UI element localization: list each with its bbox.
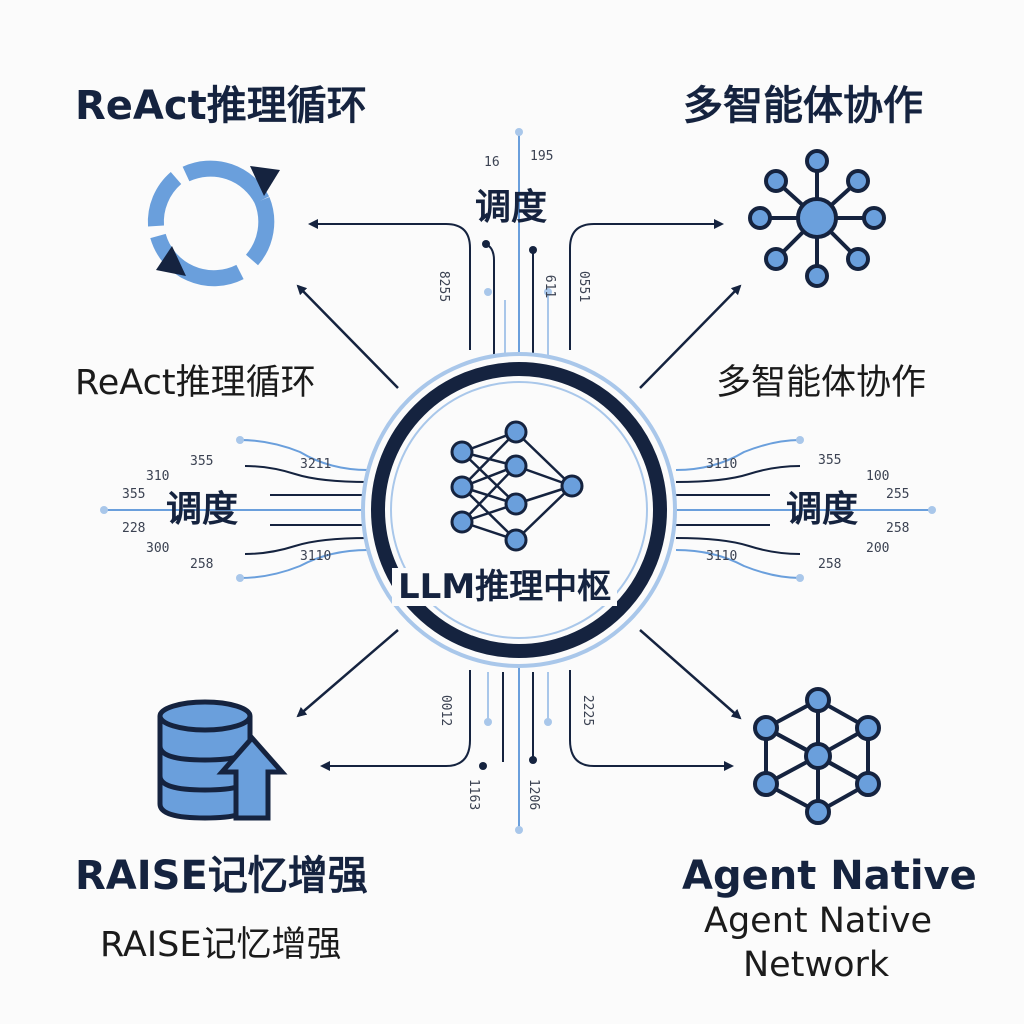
bus-number: 255 [886, 487, 910, 502]
hub-network-icon [748, 149, 886, 288]
bus-number: 258 [886, 521, 910, 536]
agent-native-heading: Agent Native [682, 853, 977, 899]
refresh-cycle-icon [147, 160, 280, 287]
bus-number: 355 [818, 453, 842, 468]
mesh-network-icon [753, 687, 881, 825]
bottom-bus-lines [320, 660, 734, 834]
bus-number: 2225 [580, 694, 596, 727]
bus-number: 310 [146, 469, 170, 484]
bus-number: 258 [190, 557, 214, 572]
arrow-to-react [296, 284, 399, 389]
bus-number: 3110 [706, 457, 738, 472]
arrow-to-multi-agent [639, 284, 742, 389]
bus-number: 0012 [438, 694, 454, 727]
multi-agent-heading: 多智能体协作 [683, 83, 923, 129]
dispatch-label-right: 调度 [786, 489, 859, 530]
bus-number: 355 [190, 454, 214, 469]
bus-number: 200 [866, 541, 890, 556]
bus-number: 16 [484, 155, 500, 170]
right-bus-lines [675, 436, 936, 582]
top-bus-lines [308, 128, 724, 400]
raise-heading: RAISE记忆增强 [75, 853, 368, 899]
agent-native-subtitle-line1: Agent Native [704, 901, 933, 941]
bus-number: 3110 [300, 549, 332, 564]
bus-number: 258 [818, 557, 842, 572]
bus-number: 355 [122, 487, 146, 502]
bus-number: 228 [122, 521, 146, 536]
agent-native-subtitle-line2: Network [743, 945, 890, 985]
neural-network-icon [450, 420, 584, 552]
react-subtitle: ReAct推理循环 [75, 363, 316, 403]
react-heading: ReAct推理循环 [75, 83, 367, 129]
bus-number: 100 [866, 469, 890, 484]
raise-subtitle: RAISE记忆增强 [100, 925, 342, 965]
bus-number: 300 [146, 541, 170, 556]
left-bus-lines [100, 436, 369, 582]
arrow-to-raise [296, 629, 399, 718]
dispatch-label-top: 调度 [475, 187, 548, 228]
bus-number: 195 [530, 149, 554, 164]
bus-number: 8255 [436, 270, 452, 303]
diagonal-arrows [296, 284, 742, 720]
center-title: LLM推理中枢 [392, 568, 618, 606]
multi-agent-subtitle: 多智能体协作 [716, 363, 927, 403]
dispatch-label-left: 调度 [166, 489, 239, 530]
database-upload-icon [157, 699, 288, 821]
bus-number: 3211 [300, 457, 332, 472]
arrow-to-agent-native [639, 629, 742, 720]
bus-number: 0551 [576, 270, 592, 303]
bus-number: 611 [542, 274, 558, 299]
bus-number: 3110 [706, 549, 738, 564]
bus-number: 1163 [466, 778, 482, 811]
bus-number: 1206 [526, 778, 542, 811]
